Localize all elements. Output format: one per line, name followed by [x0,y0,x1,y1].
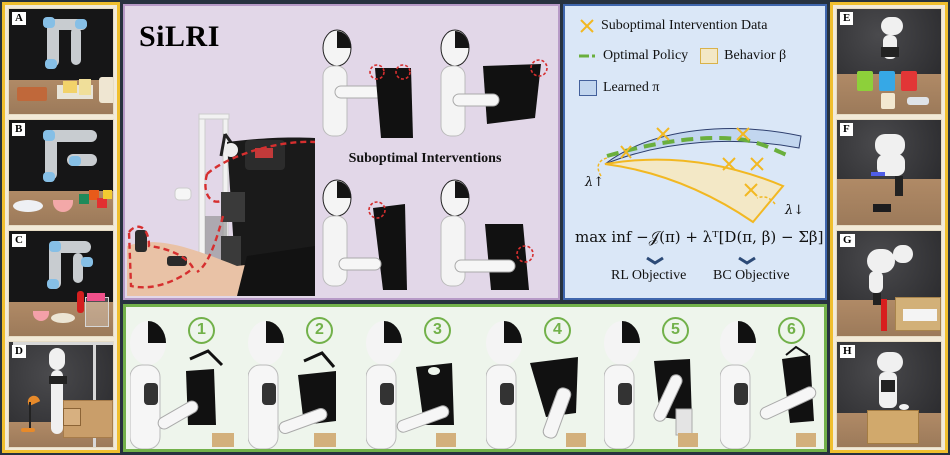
task-label: C [12,234,26,247]
task-label: A [12,12,26,25]
task-steps-panel: 1 2 3 [123,304,827,452]
figure-title: SiLRI [139,20,220,53]
task-tile-g: G [836,230,942,337]
task-tile-d: D [8,341,114,448]
step-frame-6: 6 [719,313,824,449]
intervention-point [620,145,632,159]
learned-swatch-icon [579,80,597,96]
cross-icon [580,19,594,33]
behavior-policy-region [604,158,785,224]
task-tile-b: B [8,119,114,226]
legend-learned: Learned π [579,80,659,96]
step-frame-2: 2 [247,313,360,449]
objective-formula: max inf −𝒥(π) + λᵀ[D(π, β) − Σβ] [575,228,824,246]
rl-objective-label: RL Objective [611,268,687,283]
humanoid-step-image [485,321,586,449]
step-number-badge: 6 [778,317,805,344]
legend-optimal-label: Optimal Policy [603,48,689,63]
optimal-policy-line [606,136,790,158]
lambda-up-label: λ↑ [584,175,604,190]
legend-intervention-label: Suboptimal Intervention Data [601,18,768,33]
theory-panel: Suboptimal Intervention Data Optimal Pol… [563,4,827,300]
task-tile-c: C [8,230,114,337]
task-label: F [840,123,853,136]
intervention-example-2 [440,29,548,137]
task-label: G [840,234,855,247]
intervention-example-4 [440,179,534,290]
teleoperation-photo [127,113,315,296]
bc-objective-label: BC Objective [713,268,790,283]
suboptimal-interventions-label: Suboptimal Interventions [348,151,502,166]
humanoid-step-image [719,321,817,449]
suboptimal-intervention-examples [322,29,548,290]
rl-chevron-icon [646,256,664,265]
task-label: E [840,12,854,25]
step-number-badge: 2 [306,317,333,344]
humanoid-step-image [603,321,698,449]
task-label: B [12,123,26,136]
humanoid-step-image [247,321,336,449]
intervention-points [620,127,764,197]
legend-behavior-label: Behavior β [724,48,787,63]
intervention-point [722,157,736,171]
task-tile-e: E [836,8,942,115]
task-tile-f: F [836,119,942,226]
task-tile-h: H [836,341,942,448]
left-task-column: A B C [2,2,120,453]
legend-intervention: Suboptimal Intervention Data [579,18,767,34]
task-label: D [12,345,26,358]
lambda-down-arrow [756,196,776,205]
humanoid-step-image [129,321,234,449]
behavior-swatch-icon [700,48,719,64]
dashed-line-icon [579,54,595,58]
step-number-badge: 4 [544,317,571,344]
step-frame-1: 1 [129,313,242,449]
step-number-badge: 1 [188,317,215,344]
intervention-point [744,183,758,197]
intervention-example-1 [322,29,413,138]
legend-learned-label: Learned π [603,80,660,95]
intervention-point [656,127,670,141]
lambda-down-label: λ↓ [784,203,804,218]
right-task-column: E F G H [830,2,948,453]
silri-teleop-panel: SiLRI [123,4,560,300]
legend-optimal: Optimal Policy Behavior β [579,48,786,64]
step-frame-4: 4 [485,313,598,449]
intervention-point [750,157,764,171]
bc-chevron-icon [738,256,756,265]
step-frame-3: 3 [365,313,478,449]
task-tile-a: A [8,8,114,115]
task-label: H [840,345,855,358]
step-frame-5: 5 [603,313,716,449]
intervention-point [736,127,750,141]
humanoid-step-image [365,321,456,449]
step-number-badge: 3 [424,317,451,344]
learned-policy-region [604,128,802,165]
intervention-example-3 [322,179,407,290]
policy-curves-diagram: λ↑ λ↓ [584,127,804,265]
step-number-badge: 5 [662,317,689,344]
lambda-up-arrow [597,157,608,177]
